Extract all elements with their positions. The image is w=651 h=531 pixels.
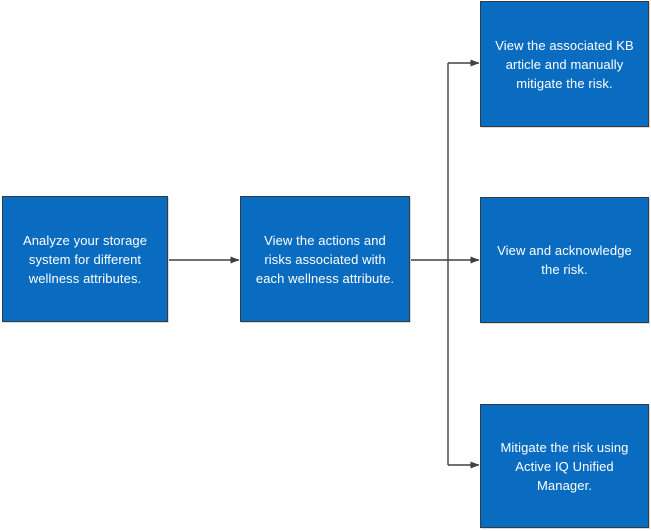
- node-label: Mitigate the risk using Active IQ Unifie…: [500, 439, 629, 493]
- node-view-and-acknowledge-risk[interactable]: View and acknowledge the risk.: [480, 197, 649, 323]
- node-label: View the actions and risks associated wi…: [255, 232, 395, 286]
- node-view-kb-article[interactable]: View the associated KB article and manua…: [480, 1, 649, 127]
- node-label: Analyze your storage system for differen…: [22, 232, 148, 286]
- node-label: View the associated KB article and manua…: [495, 37, 634, 91]
- node-analyze-storage-system[interactable]: Analyze your storage system for differen…: [2, 196, 168, 322]
- node-mitigate-risk-active-iq[interactable]: Mitigate the risk using Active IQ Unifie…: [480, 404, 649, 528]
- node-view-actions-and-risks[interactable]: View the actions and risks associated wi…: [240, 196, 410, 322]
- node-label: View and acknowledge the risk.: [497, 243, 632, 277]
- connector-spine: [411, 63, 449, 465]
